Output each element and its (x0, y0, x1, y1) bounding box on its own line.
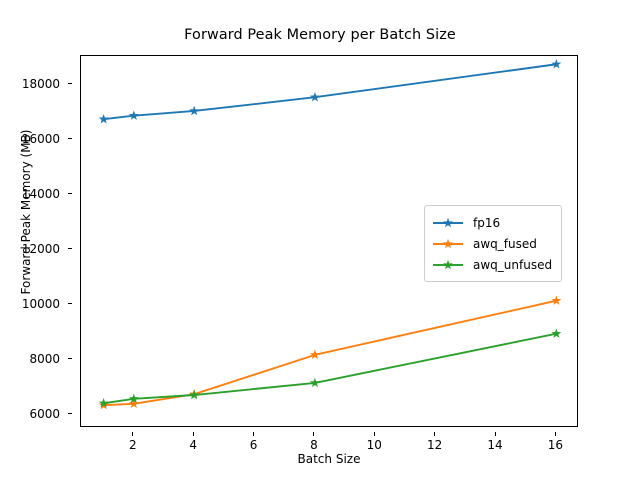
data-point-marker (309, 92, 320, 102)
data-point-marker (551, 295, 562, 305)
legend-swatch-awq_fused (433, 238, 463, 248)
x-tick-label: 10 (366, 438, 382, 452)
y-tick-mark (68, 358, 72, 360)
x-tick-label: 14 (487, 438, 503, 452)
legend-item-awq_fused: awq_fused (432, 233, 552, 254)
legend-swatch-awq_unfused (433, 259, 463, 269)
x-axis-tick-labels: 2 4 6 8 10 12 14 16 (80, 432, 578, 452)
y-tick-label: 12000 (21, 241, 60, 256)
chart-legend: fp16 awq_fused awq_unfused (424, 205, 563, 282)
x-tick-label: 8 (310, 438, 318, 452)
legend-label: fp16 (473, 215, 501, 230)
y-tick-label: 6000 (29, 406, 60, 421)
legend-label: awq_unfused (473, 257, 553, 272)
data-point-marker (98, 114, 109, 124)
x-tick-label: 6 (249, 438, 258, 452)
data-point-marker (128, 393, 139, 404)
series-line-awq_unfused (102, 332, 558, 405)
x-tick-mark (494, 432, 496, 436)
data-point-marker (551, 328, 562, 338)
y-tick-mark (68, 138, 72, 140)
y-tick-label: 18000 (21, 76, 60, 91)
x-tick-mark (554, 432, 556, 436)
data-point-marker (309, 377, 320, 388)
data-point-marker (551, 59, 562, 69)
data-point-marker (98, 398, 109, 408)
x-tick-mark (192, 432, 194, 436)
x-tick-label: 2 (128, 438, 137, 452)
legend-swatch-fp16 (433, 217, 463, 227)
plot-area (80, 55, 578, 427)
series-line-fp16 (102, 63, 558, 121)
data-point-marker (128, 398, 139, 409)
x-tick-label: 12 (426, 438, 443, 452)
x-tick-mark (434, 432, 436, 436)
y-tick-mark (68, 248, 72, 250)
series-line-awq_fused (102, 299, 558, 407)
y-axis-tick-labels: 6000 8000 10000 12000 14000 16000 18000 (0, 55, 72, 427)
x-tick-mark (253, 432, 255, 436)
y-tick-label: 8000 (29, 351, 60, 366)
series-fp16 (98, 59, 562, 124)
data-point-marker (189, 389, 200, 400)
data-point-marker (128, 110, 139, 120)
y-axis-label: Forward Peak Memory (MB) (19, 129, 33, 295)
y-tick-mark (68, 83, 72, 85)
chart-title: Forward Peak Memory per Batch Size (184, 27, 456, 43)
y-tick-label: 10000 (21, 296, 60, 311)
y-tick-mark (68, 303, 72, 305)
y-tick-label: 14000 (21, 186, 60, 201)
x-tick-label: 4 (189, 438, 197, 452)
data-point-marker (189, 105, 200, 116)
legend-item-awq_unfused: awq_unfused (432, 254, 552, 275)
y-tick-mark (68, 193, 72, 195)
y-tick-mark (68, 413, 72, 415)
series-awq_unfused (98, 328, 562, 408)
legend-item-fp16: fp16 (432, 212, 552, 233)
data-point-marker (309, 349, 320, 360)
x-tick-label: 16 (547, 438, 563, 452)
series-awq_fused (98, 295, 562, 410)
plot-series-svg (98, 59, 562, 410)
x-tick-mark (373, 432, 375, 436)
x-axis-label: Batch Size (297, 452, 361, 466)
legend-label: awq_fused (473, 236, 537, 251)
x-tick-mark (313, 432, 315, 436)
x-tick-mark (132, 432, 134, 436)
y-tick-label: 16000 (21, 131, 60, 146)
